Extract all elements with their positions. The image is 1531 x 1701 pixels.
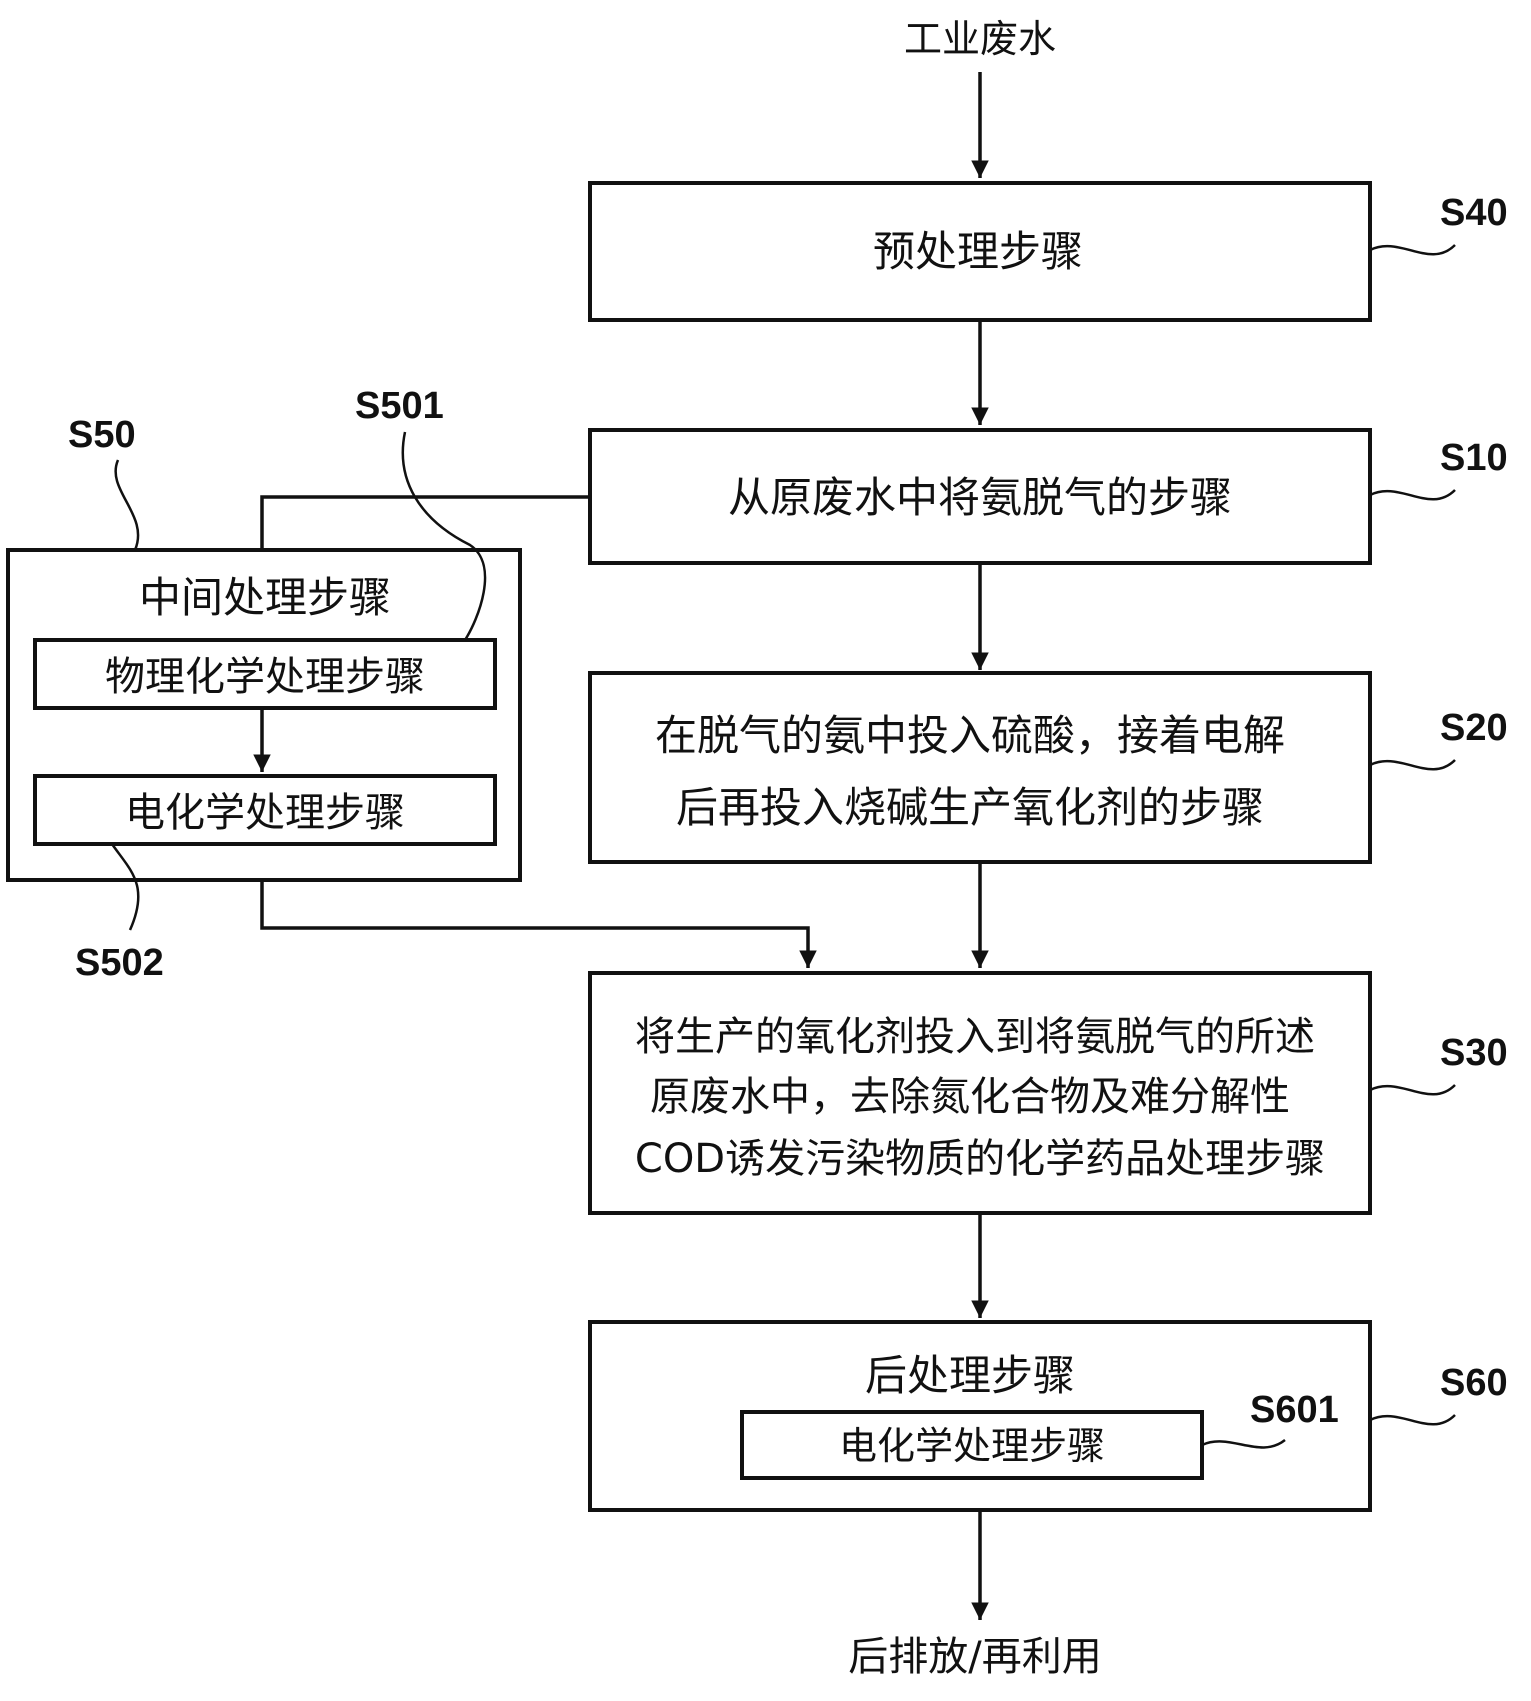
label-s40: S40 (1440, 192, 1508, 234)
step-s40: 预处理步骤 (588, 181, 1372, 322)
connector-s10-to-s50 (260, 495, 590, 550)
label-s501: S501 (355, 385, 444, 427)
leader-s30 (1369, 1084, 1456, 1096)
step-s30-line2: 原废水中，去除氮化合物及难分解性 (650, 1074, 1290, 1120)
label-s10: S10 (1440, 437, 1508, 479)
step-s30: 将生产的氧化剂投入到将氨脱气的所述 原废水中，去除氮化合物及难分解性 COD诱发… (588, 971, 1372, 1215)
leader-s501 (401, 431, 487, 641)
step-s501 (33, 638, 497, 710)
leader-s40 (1369, 244, 1456, 256)
step-s20: 在脱气的氨中投入硫酸，接着电解 后再投入烧碱生产氧化剂的步骤 (588, 671, 1372, 864)
label-s30: S30 (1440, 1032, 1508, 1074)
leader-s60 (1369, 1414, 1456, 1426)
leader-s10 (1369, 489, 1456, 501)
step-s40-text: 预处理步骤 (873, 227, 1083, 276)
label-s502: S502 (75, 942, 164, 984)
step-s60-title: 后处理步骤 (865, 1351, 1075, 1400)
step-s601-text: 电化学处理步骤 (839, 1424, 1105, 1468)
step-s20-line2: 后再投入烧碱生产氧化剂的步骤 (676, 783, 1264, 832)
step-s50-title: 中间处理步骤 (139, 573, 391, 622)
output-label: 后排放/再利用 (848, 1634, 1101, 1680)
leader-s601 (1201, 1438, 1286, 1449)
step-s601 (740, 1410, 1204, 1480)
step-s30-line1: 将生产的氧化剂投入到将氨脱气的所述 (635, 1014, 1315, 1060)
label-s20: S20 (1440, 707, 1508, 749)
step-s50: 中间处理步骤 物理化学处理步骤 电化学处理步骤 (6, 548, 522, 882)
step-s10: 从原废水中将氨脱气的步骤 (588, 428, 1372, 565)
leader-s20 (1369, 759, 1456, 771)
step-s60: 后处理步骤 电化学处理步骤 (588, 1320, 1372, 1512)
step-s502-text: 电化学处理步骤 (125, 790, 405, 836)
step-s20-line1: 在脱气的氨中投入硫酸，接着电解 (655, 711, 1285, 760)
input-label: 工业废水 (904, 17, 1056, 61)
step-s502 (33, 774, 497, 846)
label-s50: S50 (68, 414, 136, 456)
label-s60: S60 (1440, 1362, 1508, 1404)
leader-s502 (110, 843, 140, 931)
step-s501-text: 物理化学处理步骤 (105, 654, 425, 700)
label-s601: S601 (1250, 1389, 1339, 1431)
step-s30-line3: COD诱发污染物质的化学药品处理步骤 (635, 1136, 1325, 1182)
connector-s50-to-s30 (260, 880, 817, 968)
step-s10-text: 从原废水中将氨脱气的步骤 (728, 473, 1232, 522)
leader-s50 (114, 459, 140, 551)
